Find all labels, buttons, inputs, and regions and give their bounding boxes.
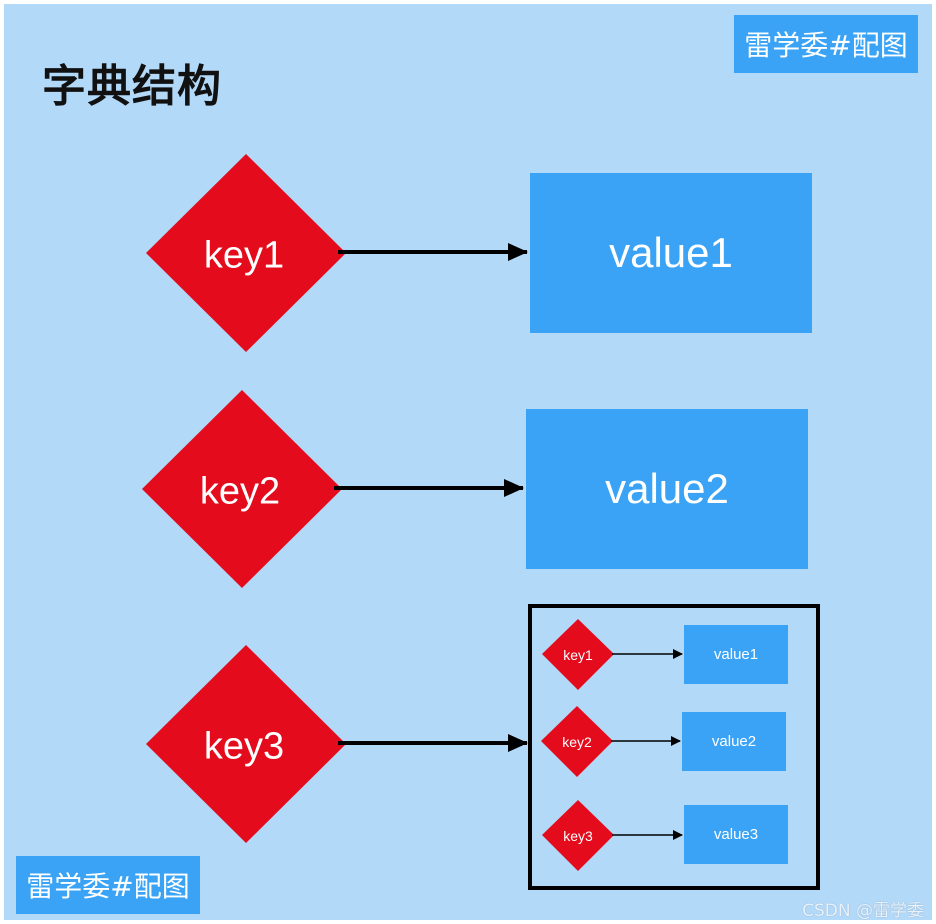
author-tag-top: 雷学委#配图 xyxy=(734,15,918,73)
key3-diamond xyxy=(146,645,346,843)
nested-key2-diamond xyxy=(541,706,613,777)
nested-value2-box: value2 xyxy=(682,712,786,771)
nested-key2-label: key2 xyxy=(562,734,592,750)
key1-diamond xyxy=(146,154,346,352)
nested-dict-frame xyxy=(528,604,820,890)
author-tag-bottom: 雷学委#配图 xyxy=(16,856,200,914)
diagram-title: 字典结构 xyxy=(42,61,222,112)
key2-label: key2 xyxy=(199,470,281,513)
nested-key1-label: key1 xyxy=(563,647,593,663)
nested-value1-box: value1 xyxy=(684,625,788,684)
nested-key3-diamond xyxy=(542,800,614,871)
value1-box: value1 xyxy=(530,173,812,333)
key3-label: key3 xyxy=(203,725,285,768)
nested-value3-box: value3 xyxy=(684,805,788,864)
nested-key1-diamond xyxy=(542,619,614,690)
key2-diamond xyxy=(142,390,342,588)
nested-key3-label: key3 xyxy=(563,828,593,844)
value2-box: value2 xyxy=(526,409,808,569)
key1-label: key1 xyxy=(203,234,285,277)
watermark: CSDN @雷学委 xyxy=(802,901,924,921)
